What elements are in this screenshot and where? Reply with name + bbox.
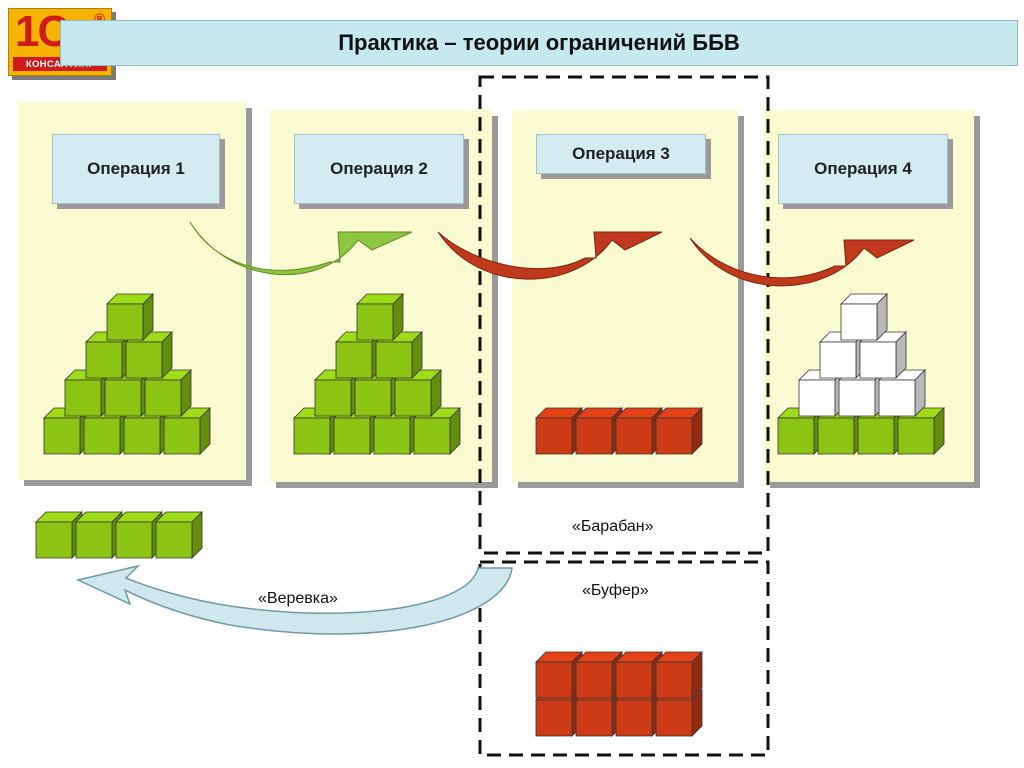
op2-cube-r1-2-front — [394, 379, 432, 417]
op1-cube-r1-2-front — [144, 379, 182, 417]
rope-cube-3 — [155, 511, 203, 559]
op3-cube-1-front — [575, 417, 613, 455]
buffer-cube-b2-front — [615, 699, 653, 737]
op4-cube-r2-0-front — [819, 341, 857, 379]
green-flow-arrow — [189, 221, 413, 276]
op1-cube-r3-0-front — [106, 303, 144, 341]
op1-cube-r3-0 — [106, 293, 154, 341]
op4-cube-r0-2-front — [857, 417, 895, 455]
buffer-cube-t1 — [575, 651, 623, 699]
op4-cube-r3-0 — [840, 293, 888, 341]
op4-cube-r0-3-front — [897, 417, 935, 455]
op2-cube-r1-0-front — [314, 379, 352, 417]
op1-cube-r0-1-front — [83, 417, 121, 455]
buffer-cube-b3-front — [655, 699, 693, 737]
drum-label: «Барабан» — [572, 518, 654, 535]
op1-cube-r2-1-front — [125, 341, 163, 379]
op1-cube-r0-0-front — [43, 417, 81, 455]
title-bar — [60, 20, 1018, 66]
op4-cube-r1-1-front — [838, 379, 876, 417]
op4-cube-r0-0-front — [777, 417, 815, 455]
op4-cube-r2-1-front — [859, 341, 897, 379]
op1-cube-r0-3-front — [163, 417, 201, 455]
op2-cube-r2-0-front — [335, 341, 373, 379]
rope-cube-2 — [115, 511, 163, 559]
op3-cube-3 — [655, 407, 703, 455]
op2-cube-r0-3-front — [413, 417, 451, 455]
buffer-frame — [478, 560, 770, 757]
buffer-cube-t2-front — [615, 661, 653, 699]
red-flow-arrow-1 — [437, 231, 663, 280]
op1-cube-r2-1 — [125, 331, 173, 379]
operation-3-box: Операция 3 — [536, 134, 706, 174]
op3-cube-2 — [615, 407, 663, 455]
op3-cube-3-front — [655, 417, 693, 455]
op3-cube-2-front — [615, 417, 653, 455]
op2-cube-r2-1-front — [375, 341, 413, 379]
buffer-cube-b1-front — [575, 699, 613, 737]
rope-cube-0-front — [35, 521, 73, 559]
op4-cube-r1-0-front — [798, 379, 836, 417]
rope-arrow — [75, 564, 513, 635]
op1-cube-r0-3 — [163, 407, 211, 455]
op1-cube-r1-0-front — [64, 379, 102, 417]
operation-4-box: Операция 4 — [778, 134, 948, 204]
buffer-cube-b0-front — [535, 699, 573, 737]
buffer-cube-t0 — [535, 651, 583, 699]
buffer-cube-t0-front — [535, 661, 573, 699]
op2-cube-r1-1-front — [354, 379, 392, 417]
buffer-cube-t1-front — [575, 661, 613, 699]
op4-cube-r1-2-front — [878, 379, 916, 417]
op1-cube-r1-1-front — [104, 379, 142, 417]
op3-cube-0 — [535, 407, 583, 455]
rope-cube-3-front — [155, 521, 193, 559]
rope-cube-1-front — [75, 521, 113, 559]
buffer-cube-t2 — [615, 651, 663, 699]
rope-cube-2-front — [115, 521, 153, 559]
red-flow-arrow-2 — [689, 237, 915, 287]
op2-cube-r0-0-front — [293, 417, 331, 455]
slide-title: Практика – теории ограничений ББВ — [338, 30, 740, 55]
rope-label: «Веревка» — [258, 590, 338, 607]
logo-registered-mark: ® — [94, 11, 105, 28]
op1-cube-r0-2-front — [123, 417, 161, 455]
buffer-cube-t3-front — [655, 661, 693, 699]
op2-cube-r3-0 — [356, 293, 404, 341]
op2-cube-r0-1-front — [333, 417, 371, 455]
op3-cube-0-front — [535, 417, 573, 455]
buffer-cube-t3 — [655, 651, 703, 699]
op2-cube-r0-2-front — [373, 417, 411, 455]
op3-cube-1 — [575, 407, 623, 455]
op4-cube-r0-3 — [897, 407, 945, 455]
op2-cube-r3-0-front — [356, 303, 394, 341]
op4-cube-r3-0-front — [840, 303, 878, 341]
buffer-label: «Буфер» — [582, 582, 649, 599]
rope-cube-0 — [35, 511, 83, 559]
op1-cube-r2-0-front — [85, 341, 123, 379]
operation-1-box: Операция 1 — [52, 134, 220, 204]
op4-cube-r0-1-front — [817, 417, 855, 455]
rope-cube-1 — [75, 511, 123, 559]
operation-2-box: Операция 2 — [294, 134, 464, 204]
drum-frame — [478, 75, 770, 555]
